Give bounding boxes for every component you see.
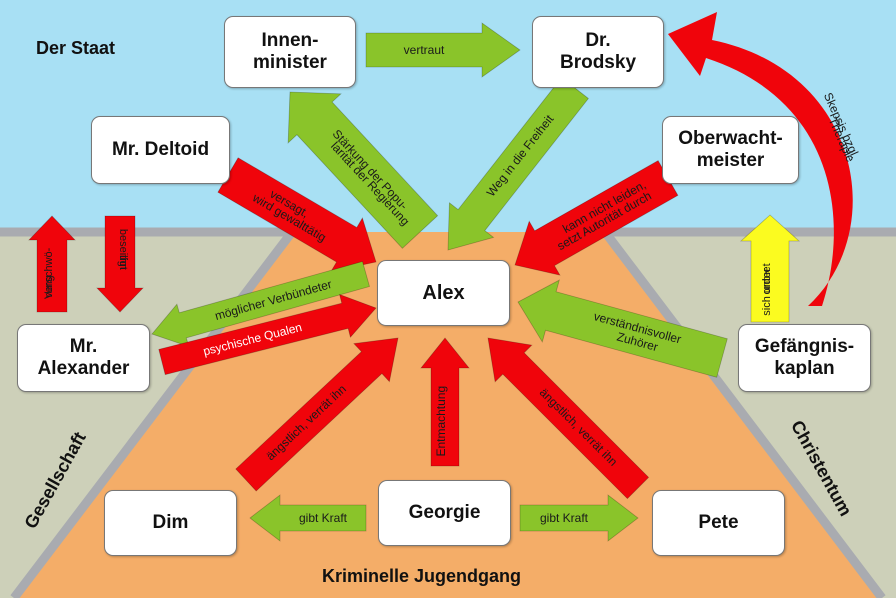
node-mr-alexander: Mr. Alexander: [17, 324, 150, 392]
edge-label-beseitigt-1: beseitigt: [117, 229, 129, 270]
node-mr-deltoid: Mr. Deltoid: [91, 116, 230, 184]
node-dr-brodsky: Dr. Brodsky: [532, 16, 664, 88]
arrow-weg-in-die-freiheit: [447, 76, 589, 251]
arrow-entmachtung: [420, 337, 470, 467]
arrow-moeglicher-verbuendeter: [151, 261, 370, 348]
arrow-verstaendnisvoller-zuhoerer: [517, 279, 728, 378]
arrow-ordnet-sich-unter: [739, 214, 801, 323]
arrow-verschwoerung: [28, 215, 76, 313]
region-label-state: Der Staat: [36, 38, 116, 58]
arrow-psychische-qualen: [158, 293, 377, 376]
arrow-versagt: [217, 157, 377, 273]
edge-label-ordnet-1: ordnet: [761, 263, 773, 294]
node-dim: Dim: [104, 490, 237, 556]
edge-label-verschwoerung-2: rung: [43, 275, 55, 297]
arrow-vertraut: [365, 22, 521, 78]
arrow-kann-nicht-leiden: [514, 160, 679, 276]
region-label-gang: Kriminelle Jugendgang: [322, 566, 522, 586]
edge-label-kraft_left: gibt Kraft: [299, 511, 348, 525]
arrow-staerkung: [287, 91, 439, 249]
arrow-gibt-kraft-left: [249, 494, 367, 542]
edge-label-verschwoerung-1: Verschwö-: [43, 247, 55, 299]
node-georgie: Georgie: [378, 480, 511, 546]
arrow-aengstlich-verraet-ihn-left: [235, 337, 399, 492]
edge-label-entmachtung: Entmachtung: [434, 386, 448, 457]
edge-label-beseitigt-2: ihn: [117, 255, 129, 270]
node-alex: Alex: [377, 260, 510, 326]
edge-label-vertraut: vertraut: [404, 43, 445, 57]
arrow-gibt-kraft-right: [519, 494, 639, 542]
node-gefaengniskaplan: Gefängnis- kaplan: [738, 324, 871, 392]
arrow-aengstlich-verraet-ihn-right: [487, 337, 650, 500]
edge-label-kraft_right: gibt Kraft: [540, 511, 589, 525]
edge-label-ordnet-2: sich unter: [761, 268, 773, 316]
node-pete: Pete: [652, 490, 785, 556]
node-innenminister: Innen- minister: [224, 16, 356, 88]
node-oberwachtmeister: Oberwacht- meister: [662, 116, 799, 184]
skepsis-curved-arrow: [668, 12, 853, 306]
arrow-beseitigt-ihn: [96, 215, 144, 313]
